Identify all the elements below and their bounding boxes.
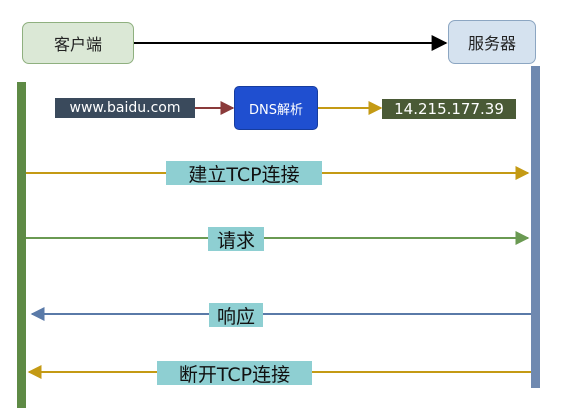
domain-label: www.baidu.com bbox=[69, 100, 181, 116]
ip-label: 14.215.177.39 bbox=[394, 100, 504, 118]
dns-resolver-node: DNS解析 bbox=[234, 86, 318, 130]
dns-resolver-label: DNS解析 bbox=[249, 102, 303, 118]
client-node: 客户端 bbox=[22, 22, 134, 64]
response-label: 响应 bbox=[209, 303, 263, 328]
server-lifeline bbox=[531, 66, 540, 388]
connect-label: 建立TCP连接 bbox=[166, 161, 322, 186]
disconnect-label: 断开TCP连接 bbox=[157, 361, 312, 386]
client-lifeline bbox=[17, 82, 26, 408]
ip-tag: 14.215.177.39 bbox=[382, 99, 516, 119]
request-label: 请求 bbox=[208, 227, 264, 252]
client-label: 客户端 bbox=[53, 35, 102, 54]
server-label: 服务器 bbox=[467, 34, 516, 53]
server-node: 服务器 bbox=[448, 20, 536, 64]
domain-tag: www.baidu.com bbox=[55, 98, 195, 118]
